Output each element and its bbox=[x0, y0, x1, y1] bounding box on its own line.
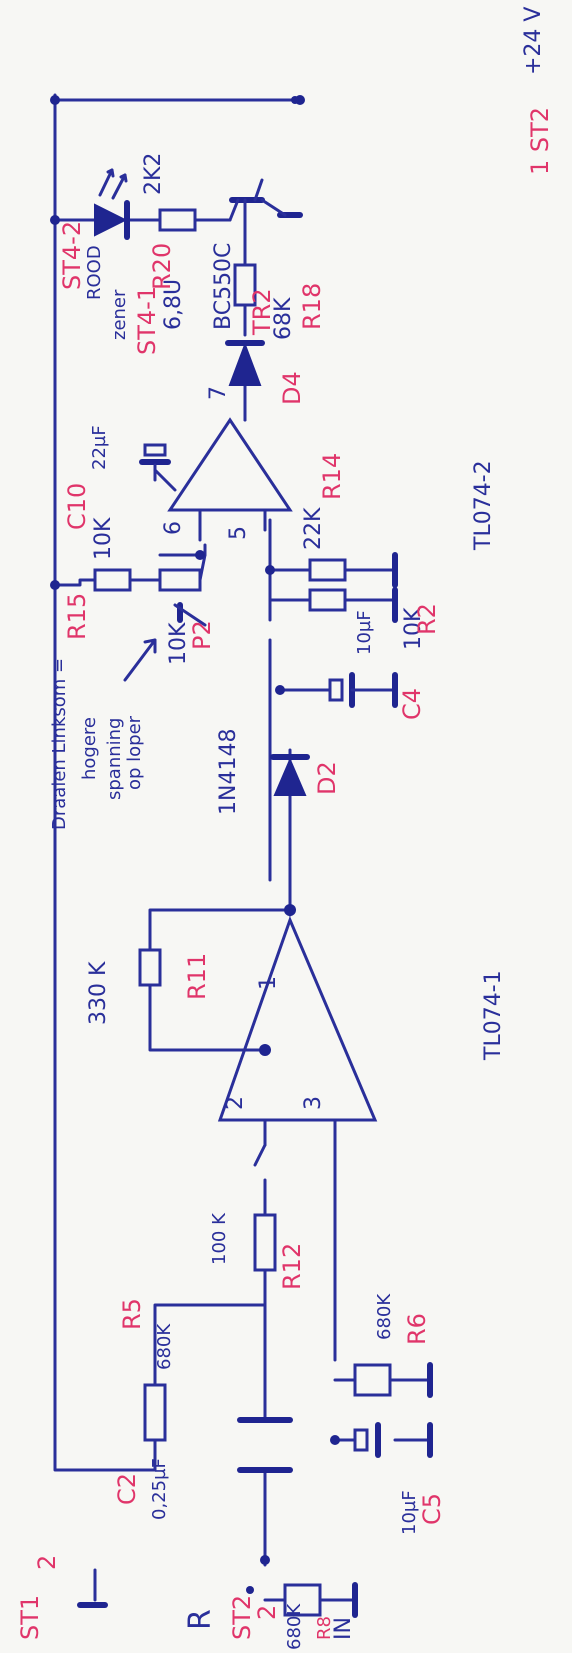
label-pin5: 5 bbox=[226, 526, 251, 540]
arrow-hint bbox=[123, 638, 157, 682]
resistor-r12 bbox=[253, 1213, 277, 1272]
diode-d2 bbox=[270, 754, 310, 796]
label-r2v: 10K bbox=[401, 607, 426, 650]
label-pin6: 6 bbox=[161, 521, 186, 535]
label-st4-2: ST4-2 bbox=[58, 221, 86, 290]
label-rood: ROOD bbox=[84, 245, 105, 300]
label-r18: R18 bbox=[298, 283, 326, 330]
label-r11: R11 bbox=[183, 953, 211, 1000]
label-c2v: 0,25µF bbox=[149, 1458, 170, 1520]
label-r12v: 100 K bbox=[209, 1212, 230, 1265]
label-r20v: 2K2 bbox=[141, 153, 166, 195]
label-d2v: 1N4148 bbox=[216, 729, 241, 815]
resistor-r14 bbox=[308, 558, 347, 582]
capacitor-c10 bbox=[139, 443, 177, 492]
label-c10v: 22µF bbox=[89, 425, 110, 470]
resistor-r20 bbox=[158, 208, 197, 232]
label-pin2: 2 bbox=[223, 1096, 248, 1110]
label-st2-num: 2 bbox=[253, 1605, 281, 1620]
label-st1: ST1 bbox=[16, 1595, 44, 1640]
transistor-tr2 bbox=[228, 178, 303, 242]
terminal-st2-top bbox=[291, 96, 299, 104]
label-r15v: 10K bbox=[91, 517, 116, 560]
capacitor-c5 bbox=[353, 1422, 433, 1458]
label-pin1: 1 bbox=[256, 976, 281, 990]
junctions bbox=[50, 95, 340, 1594]
label-c5v: 10µF bbox=[399, 1490, 420, 1535]
label-tl1: TL074-1 bbox=[481, 970, 506, 1061]
potentiometer-p2 bbox=[158, 568, 207, 627]
resistor-r15 bbox=[93, 568, 132, 592]
label-p2v: 10K bbox=[166, 622, 191, 665]
label-st2-top: 1 ST2 bbox=[526, 107, 554, 175]
label-st1-num: 2 bbox=[33, 1555, 61, 1570]
label-r20: R20 bbox=[148, 243, 176, 290]
label-tr2v: BC550C bbox=[211, 243, 236, 330]
label-v24: +24 V bbox=[521, 7, 546, 75]
label-r6v: 680K bbox=[374, 1293, 395, 1340]
resistor-r5 bbox=[143, 1383, 167, 1442]
label-p2: P2 bbox=[188, 620, 216, 650]
capacitor-c4 bbox=[328, 672, 398, 708]
connector-st1 bbox=[77, 1568, 108, 1608]
label-r11v: 330 K bbox=[86, 961, 111, 1025]
label-d4: D4 bbox=[278, 371, 306, 405]
label-r5: R5 bbox=[118, 1298, 146, 1330]
resistor-r2 bbox=[308, 588, 347, 612]
label-r8v: 680K bbox=[284, 1603, 305, 1650]
label-in: IN bbox=[331, 1617, 356, 1640]
label-r12: R12 bbox=[278, 1243, 306, 1290]
label-r14v: 22K bbox=[301, 507, 326, 550]
labels: +24 V 1 ST2 2K2 R20 BC550C TR2 ST4-2 ROO… bbox=[16, 7, 554, 1650]
label-r8: R8 bbox=[314, 1616, 335, 1640]
label-c10: C10 bbox=[63, 483, 91, 530]
label-c2: C2 bbox=[113, 1473, 141, 1505]
opamp-tl074-2 bbox=[167, 417, 293, 542]
label-st4-1: ST4-1 bbox=[133, 286, 161, 355]
label-hogere: hogere bbox=[79, 717, 100, 780]
resistor-r6 bbox=[353, 1363, 392, 1397]
label-st2-in: ST2 bbox=[228, 1595, 256, 1640]
label-r5v: 680K bbox=[154, 1323, 175, 1370]
opamp-tl074-1 bbox=[217, 915, 378, 1122]
zener-d4 bbox=[225, 340, 265, 386]
resistor-r8 bbox=[283, 1583, 322, 1617]
label-c4v: 10µF bbox=[354, 610, 375, 655]
label-d2: D2 bbox=[313, 761, 341, 795]
led-rood bbox=[94, 168, 130, 240]
label-c5: C5 bbox=[418, 1493, 446, 1525]
resistor-r11 bbox=[138, 948, 162, 987]
label-r15: R15 bbox=[63, 593, 91, 640]
capacitor-c2 bbox=[237, 1417, 293, 1473]
label-oploper: op loper bbox=[124, 715, 145, 790]
label-c4: C4 bbox=[398, 688, 426, 720]
label-pin7: 7 bbox=[206, 386, 231, 400]
label-pin3: 3 bbox=[301, 1096, 326, 1110]
label-r6: R6 bbox=[403, 1313, 431, 1345]
label-spanning: spanning bbox=[104, 718, 125, 801]
label-r2: R2 bbox=[413, 603, 441, 635]
label-draaien: Draaien Linksom = bbox=[49, 658, 70, 830]
label-r14: R14 bbox=[318, 453, 346, 500]
label-z68: 6,8U bbox=[161, 279, 186, 330]
label-in-r: R bbox=[183, 1609, 218, 1630]
label-r18v: 68K bbox=[271, 297, 296, 340]
resistor-r18 bbox=[233, 263, 257, 307]
label-tl2: TL074-2 bbox=[471, 460, 496, 551]
label-tr2: TR2 bbox=[248, 288, 276, 336]
label-zener: zener bbox=[109, 289, 130, 340]
